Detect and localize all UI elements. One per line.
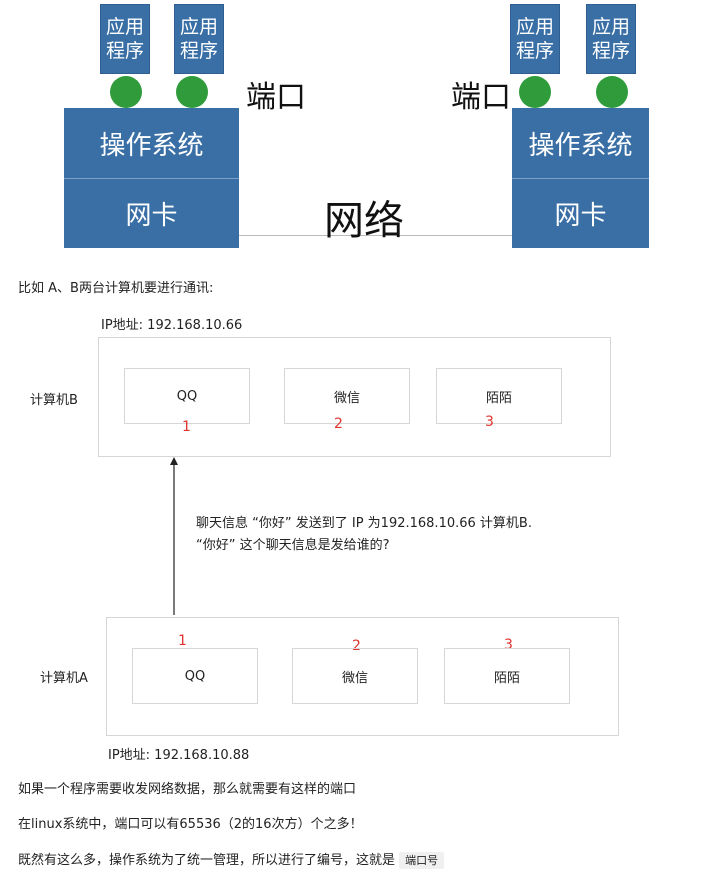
app-box-right-1: 应用 程序 — [510, 4, 560, 74]
os-box-right: 操作系统 — [512, 108, 649, 179]
message-line-2: “你好” 这个聊天信息是发给谁的? — [196, 538, 390, 553]
arrow-a-to-b — [170, 457, 178, 615]
port-number-code: 端口号 — [399, 852, 445, 869]
computer-b-port-1: 1 — [182, 419, 191, 435]
computer-b-frame — [98, 337, 611, 457]
port-dot-left-2 — [176, 76, 208, 108]
os-box-left: 操作系统 — [64, 108, 239, 179]
port-dot-right-2 — [596, 76, 628, 108]
app-box-right-2: 应用 程序 — [586, 4, 636, 74]
computer-b-app-momo: 陌陌 — [436, 368, 562, 424]
port-label-left: 端口 — [246, 80, 306, 115]
note-line-2: 在linux系统中，端口可以有65536（2的16次方）个之多！ — [18, 817, 363, 832]
computer-b-port-3: 3 — [485, 414, 494, 430]
computer-a-port-1: 1 — [178, 633, 187, 649]
computer-a-app-momo: 陌陌 — [444, 648, 570, 704]
computer-b-app-qq: QQ — [124, 368, 250, 424]
port-dot-left-1 — [110, 76, 142, 108]
intro-text: 比如 A、B两台计算机要进行通讯: — [18, 281, 214, 296]
computer-b-ip: IP地址: 192.168.10.66 — [101, 318, 243, 333]
app-box-left-1: 应用 程序 — [100, 4, 150, 74]
nic-box-right: 网卡 — [512, 179, 649, 248]
computer-a-port-2: 2 — [352, 638, 361, 654]
nic-box-left: 网卡 — [64, 179, 239, 248]
network-label: 网络 — [324, 198, 404, 244]
computer-b-label: 计算机B — [30, 393, 78, 408]
computer-a-app-qq: QQ — [132, 648, 258, 704]
message-line-1: 聊天信息 “你好” 发送到了 IP 为192.168.10.66 计算机B. — [196, 516, 532, 531]
port-dot-right-1 — [519, 76, 551, 108]
network-line — [239, 235, 512, 236]
computer-b-port-2: 2 — [334, 416, 343, 432]
computer-a-frame — [106, 617, 619, 736]
note-line-1: 如果一个程序需要收发网络数据，那么就需要有这样的端口 — [18, 782, 357, 797]
computer-a-label: 计算机A — [40, 671, 88, 686]
note-line-3-text: 既然有这么多，操作系统为了统一管理，所以进行了编号，这就是 — [18, 853, 396, 868]
app-box-left-2: 应用 程序 — [174, 4, 224, 74]
computer-a-port-3: 3 — [504, 637, 513, 653]
computer-a-app-wechat: 微信 — [292, 648, 418, 704]
port-label-right: 端口 — [451, 80, 511, 115]
computer-b-app-wechat: 微信 — [284, 368, 410, 424]
computer-a-ip: IP地址: 192.168.10.88 — [108, 748, 250, 763]
note-line-3: 既然有这么多，操作系统为了统一管理，所以进行了编号，这就是 端口号 — [18, 849, 445, 869]
